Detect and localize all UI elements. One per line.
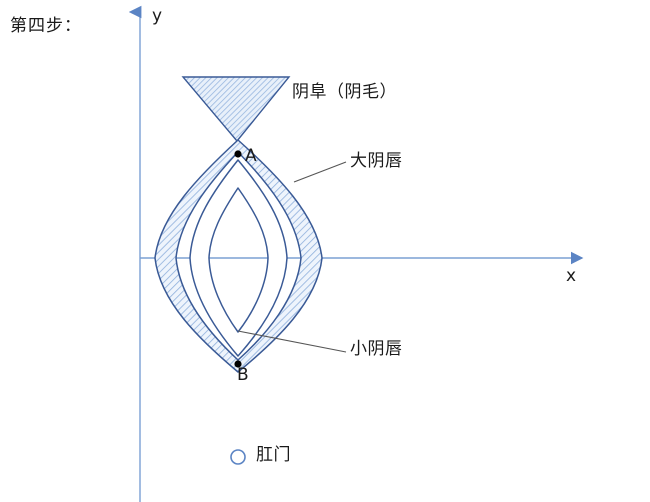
point-b-marker (234, 360, 242, 368)
step-title: 第四步： (10, 16, 82, 36)
point-a-label: A (245, 146, 257, 166)
y-axis-label: y (152, 6, 163, 26)
x-axis-label: x (566, 266, 577, 286)
labia-majora-shape (154, 139, 323, 373)
label-mons-pubis: 阴阜（阴毛） (292, 82, 397, 102)
axis-group (128, 5, 584, 502)
mons-pubis-triangle (181, 76, 291, 143)
label-anus: 肛门 (256, 445, 291, 465)
point-a-marker (234, 150, 242, 158)
point-b-label: B (237, 365, 249, 385)
anus-marker-icon (230, 449, 246, 465)
labia-minora-shape (189, 159, 288, 357)
label-labia-majora: 大阴唇 (350, 151, 403, 171)
leader-line-labia-minora (237, 330, 347, 353)
leader-line-labia-majora (293, 161, 347, 183)
label-labia-minora: 小阴唇 (350, 339, 403, 359)
